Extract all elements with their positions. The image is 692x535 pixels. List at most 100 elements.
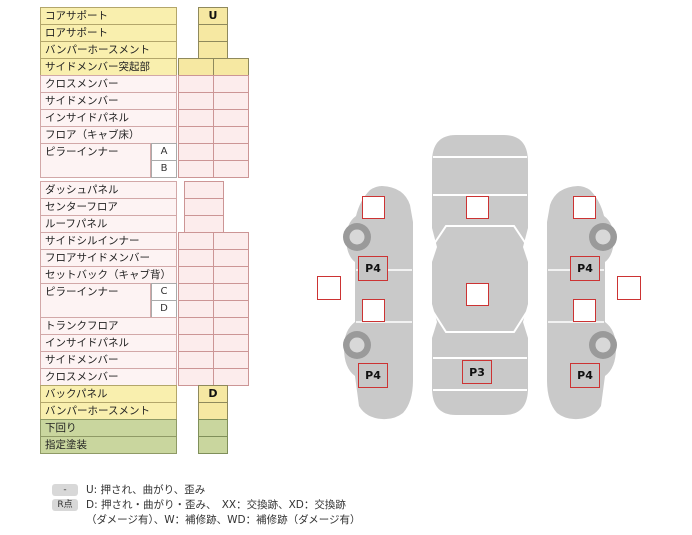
damage-cell[interactable]: [178, 232, 214, 250]
damage-cell[interactable]: D: [198, 385, 228, 403]
part-label: バンパーホースメント: [40, 402, 177, 420]
damage-cell[interactable]: U: [198, 7, 228, 25]
table-row: 指定塗装: [40, 436, 249, 454]
damage-cell[interactable]: [178, 266, 214, 284]
part-label: サイドシルインナー: [40, 232, 177, 250]
legend-badge-rpoint: R点: [52, 499, 78, 511]
damage-cell[interactable]: [178, 300, 214, 318]
damage-cell[interactable]: [213, 109, 249, 127]
damage-cell[interactable]: [184, 181, 224, 199]
table-row: サイドメンバー: [40, 92, 249, 110]
damage-cell[interactable]: [213, 283, 249, 301]
part-label: センターフロア: [40, 198, 177, 216]
marker-left-fender-outer[interactable]: [317, 276, 341, 300]
marker-right-front-p4[interactable]: P4: [570, 256, 600, 281]
damage-cell[interactable]: [198, 436, 228, 454]
right-front-wheel-icon: [589, 223, 617, 251]
table-row: インサイドパネル: [40, 334, 249, 352]
damage-cell[interactable]: [213, 317, 249, 335]
marker-top-roof[interactable]: [466, 283, 489, 306]
subrow-label: B: [151, 160, 177, 178]
damage-cell[interactable]: [213, 143, 249, 161]
marker-top-trunk-p3[interactable]: P3: [462, 360, 492, 384]
part-label: サイドメンバー: [40, 351, 177, 369]
marker-left-center[interactable]: [362, 299, 385, 322]
damage-cell[interactable]: [198, 41, 228, 59]
damage-cell[interactable]: [178, 283, 214, 301]
damage-cell[interactable]: [198, 419, 228, 437]
damage-cell[interactable]: [178, 334, 214, 352]
damage-cell[interactable]: [178, 92, 214, 110]
marker-right-center[interactable]: [573, 299, 596, 322]
legend-text-d-cont: （ダメージ有）、W：補修跡、WD：補修跡（ダメージ有）: [86, 514, 361, 526]
car-top-view: [432, 135, 528, 415]
table-row: トランクフロア: [40, 317, 249, 335]
damage-cell[interactable]: [198, 402, 228, 420]
table-row: フロア（キャブ床）: [40, 126, 249, 144]
damage-cell[interactable]: [213, 126, 249, 144]
car-top-view-panel-lines: [431, 156, 529, 391]
damage-cell[interactable]: [178, 249, 214, 267]
damage-cell[interactable]: [213, 300, 249, 318]
table-subrow: A: [151, 143, 249, 161]
subrow-label: D: [151, 300, 177, 318]
damage-cell[interactable]: [178, 126, 214, 144]
part-label: ロアサポート: [40, 24, 177, 42]
table-row: バンパーホースメント: [40, 402, 249, 420]
damage-cell[interactable]: [213, 58, 249, 76]
marker-left-front-p4[interactable]: P4: [358, 256, 388, 281]
legend-row-u: - U: 押され、曲がり、歪み: [52, 483, 361, 497]
table-row: フロアサイドメンバー: [40, 249, 249, 267]
marker-right-fender-outer[interactable]: [617, 276, 641, 300]
part-label: サイドメンバー: [40, 92, 177, 110]
damage-cell[interactable]: [213, 92, 249, 110]
damage-cell[interactable]: [178, 317, 214, 335]
damage-cell[interactable]: [213, 75, 249, 93]
marker-right-front[interactable]: [573, 196, 596, 219]
legend-text-u: U: 押され、曲がり、歪み: [86, 484, 206, 496]
part-label: クロスメンバー: [40, 75, 177, 93]
part-label: ピラーインナー: [40, 143, 151, 178]
damage-cell[interactable]: [178, 351, 214, 369]
table-row: ダッシュパネル: [40, 181, 249, 199]
damage-cell[interactable]: [178, 160, 214, 178]
damage-cell[interactable]: [213, 334, 249, 352]
damage-cell[interactable]: [213, 249, 249, 267]
damage-cell[interactable]: [213, 232, 249, 250]
damage-cell[interactable]: [213, 368, 249, 386]
part-label: インサイドパネル: [40, 334, 177, 352]
table-row: 下回り: [40, 419, 249, 437]
legend: - U: 押され、曲がり、歪み R点 D: 押され・曲がり・歪み、 XX：交換跡…: [52, 483, 361, 528]
damage-cell[interactable]: [184, 215, 224, 233]
table-row: ルーフパネル: [40, 215, 249, 233]
left-rear-wheel-icon: [343, 331, 371, 359]
damage-cell[interactable]: [213, 266, 249, 284]
damage-cell[interactable]: [213, 351, 249, 369]
damage-cell[interactable]: [178, 109, 214, 127]
damage-cell[interactable]: [178, 143, 214, 161]
part-label: セットバック（キャブ背）: [40, 266, 177, 284]
damage-cell[interactable]: [178, 75, 214, 93]
subrow-label: C: [151, 283, 177, 301]
damage-cell[interactable]: [198, 24, 228, 42]
marker-left-rear-p4[interactable]: P4: [358, 363, 388, 388]
damage-cell[interactable]: [178, 368, 214, 386]
damage-cell[interactable]: [178, 58, 214, 76]
marker-right-rear-p4[interactable]: P4: [570, 363, 600, 388]
legend-text-d: D: 押され・曲がり・歪み、 XX：交換跡、XD：交換跡: [86, 499, 346, 511]
damage-cell[interactable]: [184, 198, 224, 216]
table-row: クロスメンバー: [40, 368, 249, 386]
marker-top-windshield[interactable]: [466, 196, 489, 219]
part-label: 下回り: [40, 419, 177, 437]
table-subrow: B: [151, 160, 249, 178]
marker-left-front[interactable]: [362, 196, 385, 219]
damage-cell[interactable]: [213, 160, 249, 178]
subrow-label: A: [151, 143, 177, 161]
